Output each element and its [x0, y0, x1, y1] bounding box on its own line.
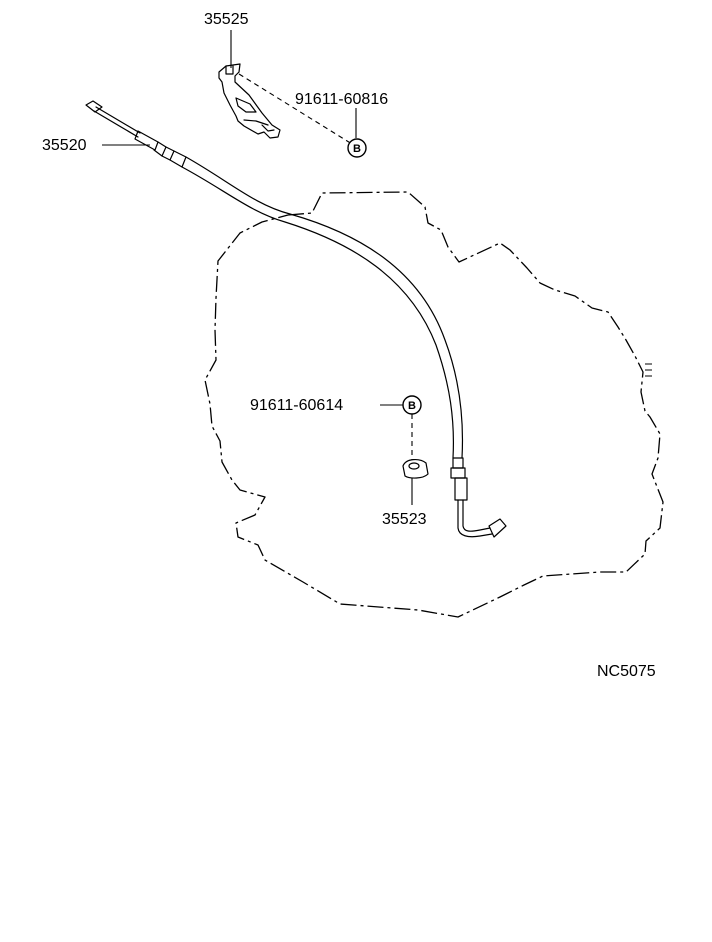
cable-35520-label: 35520 — [42, 137, 87, 154]
bolt-upper-dashed-guide — [238, 73, 353, 145]
transaxle-housing-outline — [204, 191, 664, 618]
clamp-35523-label: 35523 — [382, 511, 427, 528]
clamp-35523 — [402, 459, 429, 479]
cable-35520 — [85, 100, 507, 538]
bracket-35525 — [218, 63, 281, 139]
diagram-code: NC5075 — [597, 663, 656, 680]
housing-ribs — [645, 363, 652, 377]
bolt-lower-label: 91611-60614 — [250, 397, 343, 414]
bolt-upper-symbol: B — [353, 143, 361, 155]
bolt-upper-symbol-circle — [347, 138, 367, 158]
bolt-lower-symbol: B — [408, 400, 416, 412]
bolt-upper-label: 91611-60816 — [295, 91, 388, 108]
bracket-35525-label: 35525 — [204, 11, 249, 28]
